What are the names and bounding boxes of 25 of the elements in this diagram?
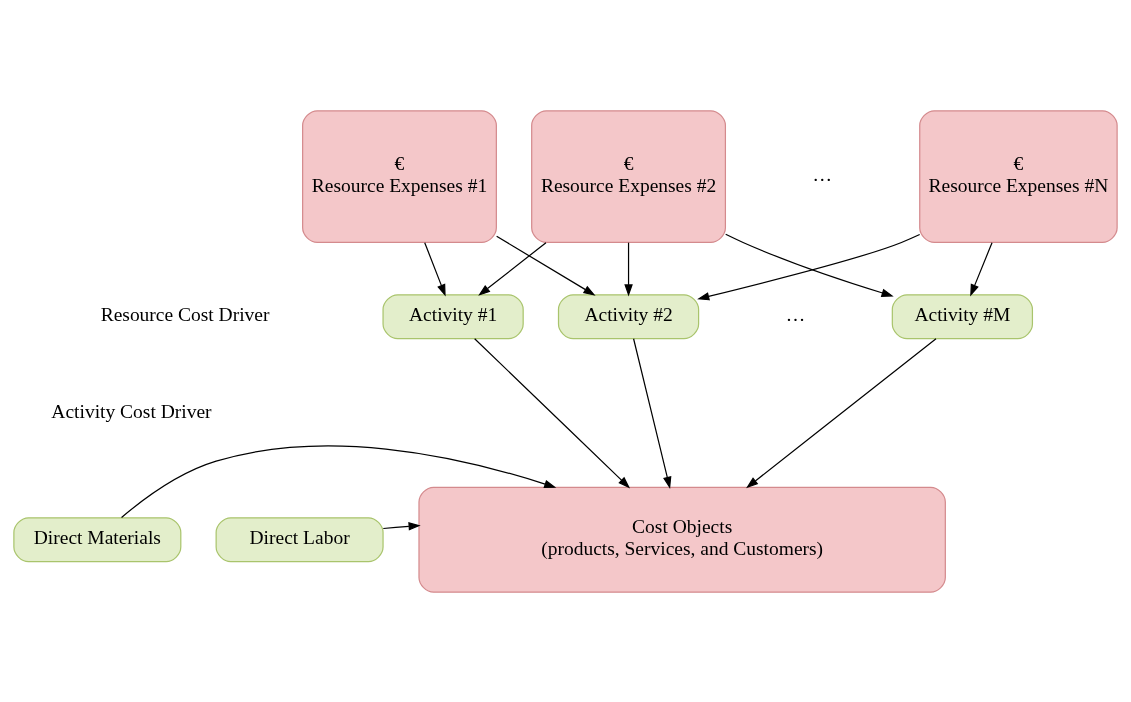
node-box: Direct Labor bbox=[215, 516, 384, 562]
node-box: Activity #2 bbox=[557, 293, 700, 339]
arrow bbox=[496, 235, 596, 296]
node-box: € Resource Expenses #2 bbox=[531, 109, 726, 243]
arrow bbox=[424, 241, 446, 296]
node-box: Cost Objects (products, Services, and Customers) bbox=[418, 486, 946, 593]
arrow bbox=[478, 241, 547, 296]
node-box: € Resource Expenses #N bbox=[919, 109, 1118, 243]
arrow bbox=[746, 337, 937, 488]
label: Activity Cost Driver bbox=[51, 400, 212, 422]
node-box: € Resource Expenses #1 bbox=[302, 109, 497, 243]
arrow bbox=[120, 444, 557, 518]
arrow bbox=[970, 241, 993, 296]
label: Resource Cost Driver bbox=[100, 303, 270, 325]
node-box: Activity #M bbox=[891, 293, 1034, 339]
arrow bbox=[633, 337, 672, 489]
arrow bbox=[697, 233, 921, 300]
arrow bbox=[624, 241, 633, 297]
label: … bbox=[812, 163, 833, 185]
node-box: Activity #1 bbox=[382, 293, 524, 339]
node-box: Direct Materials bbox=[13, 516, 182, 562]
arrow bbox=[474, 337, 631, 488]
label: … bbox=[785, 303, 806, 325]
arrow bbox=[382, 521, 421, 531]
arrow bbox=[725, 233, 894, 297]
